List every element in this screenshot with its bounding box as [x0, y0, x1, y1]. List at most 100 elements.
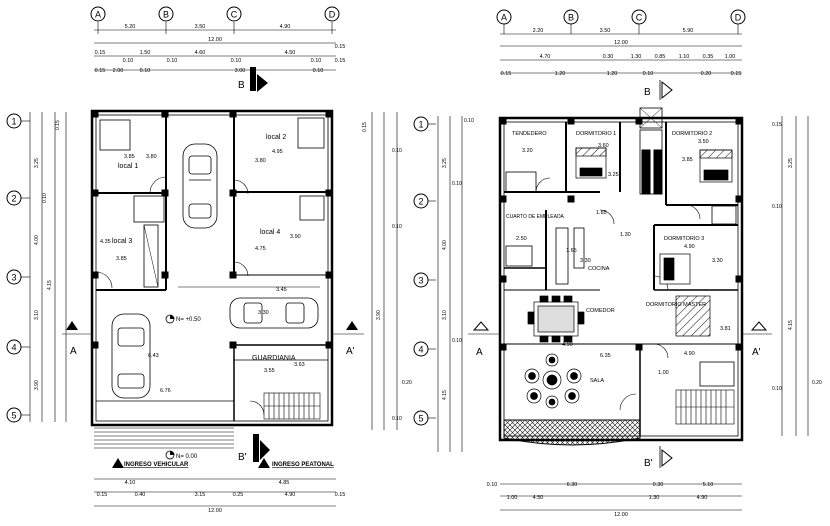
dim-total-label: 12.00 — [208, 37, 222, 43]
section-marker-a-left-right-plan: A — [468, 321, 500, 358]
axis-label-3: 3 — [418, 276, 423, 286]
bed-icon — [699, 149, 733, 183]
left-top-dim-labels: 5.20 3.50 4.90 12.00 0.15 0.10 1.50 0.10… — [95, 24, 346, 74]
dim-label: 0.30 — [603, 54, 614, 60]
right-room-labels: TENDEDERO DORMITORIO 1 DORMITORIO 2 CUAR… — [506, 131, 712, 384]
dim-label: 0.15 — [772, 122, 782, 128]
dim-label: 0.10 — [42, 193, 48, 203]
dim-label: 0.10 — [772, 204, 782, 210]
dim-label: 0.10 — [487, 482, 498, 488]
axis-label-5: 5 — [418, 414, 423, 424]
dim-label: 4.95 — [272, 149, 283, 155]
dim-label: 4.60 — [195, 50, 206, 56]
room-label-dormitorio-3: DORMITORIO 3 — [664, 236, 704, 242]
dim-label: 0.15 — [55, 120, 61, 130]
dim-label: 3.25 — [788, 158, 794, 168]
dim-label: 5.90 — [683, 28, 694, 34]
dim-label: 3.90 — [376, 310, 382, 320]
front-apron — [94, 427, 234, 449]
dim-label: 4.50 — [533, 495, 544, 501]
dim-label: 0.10 — [123, 58, 134, 64]
dim-label: 1.00 — [658, 370, 669, 376]
room-label-dormitorio-1: DORMITORIO 1 — [576, 131, 616, 137]
dim-label: 1.50 — [140, 50, 151, 56]
dim-label: 3.90 — [34, 380, 40, 390]
room-label-cocina: COCINA — [588, 266, 610, 272]
right-bottom-dim-labels: 0.10 6.30 0.30 5.10 1.00 4.50 1.30 4.90 … — [487, 482, 714, 518]
section-label: B' — [644, 458, 653, 469]
dim-label: 5.10 — [703, 482, 714, 488]
stairs — [675, 389, 735, 425]
dim-label: 0.10 — [643, 71, 654, 77]
section-marker-a-right-right-plan: A' — [742, 321, 772, 358]
dim-label: 0.15 — [362, 122, 368, 132]
axis-label-a: A — [501, 13, 507, 23]
axis-label-d: D — [329, 10, 336, 20]
room-label-cuarto-empleada: CUARTO DE EMPLEADA — [506, 214, 565, 220]
dim-label: 0.10 — [452, 338, 462, 344]
section-label: B — [238, 80, 245, 91]
dim-label: 2.00 — [113, 68, 124, 74]
dim-label: 3.30 — [580, 258, 591, 264]
entrance-label: INGRESO VEHICULAR — [124, 462, 189, 468]
dim-label: 0.10 — [452, 181, 462, 187]
dim-label: 3.00 — [235, 68, 246, 74]
dim-label: 4.15 — [47, 280, 53, 290]
section-label: A' — [752, 347, 761, 358]
left-plan-right-dimensions — [371, 112, 398, 430]
dim-label: 0.10 — [464, 118, 474, 124]
bed-icon — [675, 295, 711, 337]
section-label: A' — [346, 346, 355, 357]
dim-label: 3.50 — [195, 24, 206, 30]
dim-label: 1.30 — [649, 495, 660, 501]
axis-label-2: 2 — [418, 197, 423, 207]
axis-label-c: C — [231, 10, 238, 20]
right-plan-left-dimensions — [437, 116, 463, 452]
dim-label: 6.76 — [160, 388, 171, 394]
dim-label: 3.10 — [34, 310, 40, 320]
dim-label: 5.20 — [125, 24, 136, 30]
dim-label: 0.35 — [703, 54, 714, 60]
dim-label: 3.80 — [255, 158, 266, 164]
dim-label: 4.85 — [279, 480, 290, 486]
right-room-dims: 3.20 3.60 3.50 3.85 3.25 1.85 2.50 1.65 … — [516, 139, 731, 376]
dim-label: 3.50 — [600, 28, 611, 34]
dim-label: 0.10 — [772, 386, 782, 392]
dim-label: 3.85 — [682, 157, 693, 163]
right-plan-left-dim-labels: 0.10 3.25 0.10 4.00 3.10 0.10 4.15 — [442, 118, 474, 400]
dim-label: 1.20 — [607, 71, 618, 77]
room-label-dormitorio-2: DORMITORIO 2 — [672, 131, 712, 137]
axis-label-5: 5 — [11, 411, 16, 421]
axis-label-c: C — [636, 13, 643, 23]
right-row-axes: 1 2 3 4 5 — [413, 116, 436, 426]
right-plan-right-dim-labels: 0.15 3.25 0.10 4.15 0.10 0.20 — [772, 122, 822, 392]
dim-label: 1.00 — [725, 54, 736, 60]
section-label: A — [70, 346, 77, 357]
dim-label: 3.85 — [124, 154, 135, 160]
dim-label: 1.10 — [679, 54, 690, 60]
entrance-vehicular: INGRESO VEHICULAR — [112, 458, 189, 468]
dim-label: 2.50 — [516, 236, 527, 242]
dim-label: 0.25 — [233, 492, 244, 498]
dim-label: 1.20 — [555, 71, 566, 77]
dim-label: 3.60 — [598, 143, 609, 149]
dim-label: 4.90 — [684, 244, 695, 250]
left-side-dimensions — [29, 112, 67, 422]
left-bottom-dimensions — [94, 478, 336, 507]
dim-label: 3.10 — [442, 310, 448, 320]
section-label: A — [476, 347, 483, 358]
dim-label: 2.20 — [533, 28, 544, 34]
dim-label: 0.15 — [97, 492, 108, 498]
dim-label: 3.80 — [146, 154, 157, 160]
dim-label: 4.90 — [697, 495, 708, 501]
room-label-tendedero: TENDEDERO — [512, 131, 547, 137]
axis-label-b: B — [568, 13, 574, 23]
room-label-local-4: local 4 — [260, 229, 280, 236]
axis-label-3: 3 — [11, 273, 16, 283]
left-building-walls — [90, 109, 334, 427]
section-marker-b-top: B — [238, 67, 268, 92]
dim-label: 3.25 — [442, 158, 448, 168]
right-floor-plan: A B C D 2.20 3.50 5.90 12.00 4.70 0.30 1… — [413, 9, 822, 518]
right-top-dimensions — [500, 33, 742, 74]
section-marker-b-bottom-right-plan: B' — [644, 446, 673, 469]
